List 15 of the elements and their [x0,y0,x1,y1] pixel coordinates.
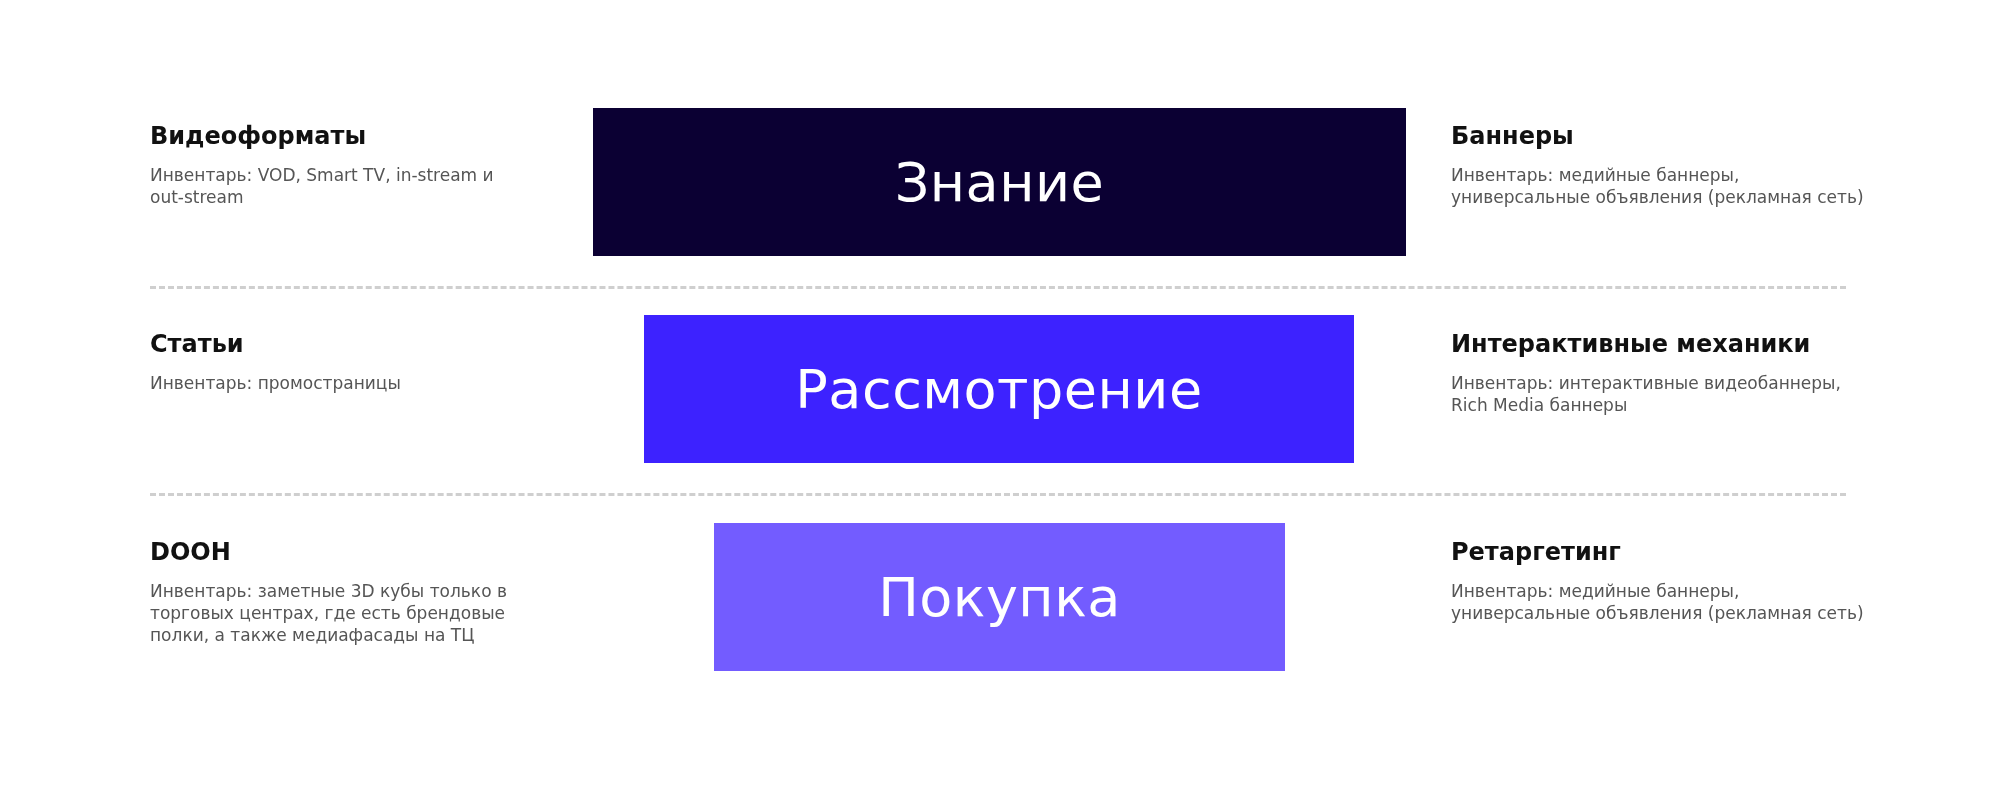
stage-box: Знание [593,108,1406,256]
category-heading: Интерактивные механики [1451,330,1811,358]
category-heading: Ретаргетинг [1451,538,1621,566]
inventory-description: Инвентарь: медийные баннеры, универсальные объявления (рекламная сеть) [1451,580,1865,624]
inventory-description: Инвентарь: заметные 3D кубы только в торговых центрах, где есть брендовые полки, а также медиафасады на ТЦ [150,580,508,646]
category-heading: Видеоформаты [150,122,367,150]
inventory-description: Инвентарь: медийные баннеры, универсальные объявления (рекламная сеть) [1451,164,1865,208]
category-heading: Баннеры [1451,122,1574,150]
inventory-description: Инвентарь: VOD, Smart TV, in-stream и out-stream [150,164,495,208]
category-heading: DOOH [150,538,231,566]
category-heading: Статьи [150,330,244,358]
inventory-description: Инвентарь: интерактивные видеобаннеры, Rich Media баннеры [1451,372,1842,416]
stage-box: Покупка [714,523,1285,671]
stage-box: Рассмотрение [644,315,1354,463]
inventory-description: Инвентарь: промостраницы [150,372,402,394]
